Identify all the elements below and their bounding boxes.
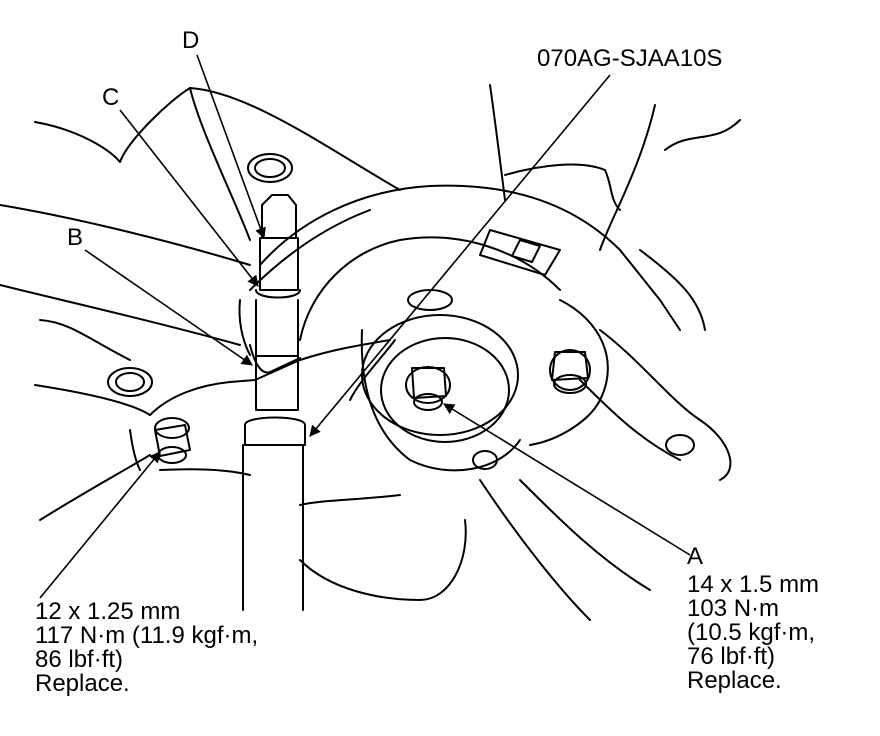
tie-rod bbox=[242, 194, 306, 611]
right-spec-torque-lbf: 76 lbf·ft) bbox=[687, 643, 776, 670]
callout-b: B bbox=[67, 224, 84, 251]
part-number-label: 070AG-SJAA10S bbox=[537, 45, 723, 72]
leader-line-c bbox=[119, 109, 259, 287]
right-spec-size: 14 x 1.5 mm bbox=[687, 571, 820, 598]
mount-bracket bbox=[238, 184, 681, 446]
subframe-outline bbox=[0, 84, 741, 621]
left-spec-note: Replace. bbox=[35, 670, 130, 697]
right-bolt-spec: 14 x 1.5 mm 103 N·m (10.5 kgf·m, 76 lbf·… bbox=[687, 573, 819, 693]
left-bolt-spec: 12 x 1.25 mm 117 N·m (11.9 kgf·m, 86 lbf… bbox=[35, 600, 258, 696]
subframe-holes bbox=[107, 153, 695, 456]
bracket-bolt-right bbox=[549, 349, 591, 394]
left-spec-torque: 117 N·m (11.9 kgf·m, bbox=[35, 622, 259, 649]
leader-line-a bbox=[443, 403, 691, 556]
callout-d: D bbox=[182, 27, 200, 54]
left-spec-torque-lbf: 86 lbf·ft) bbox=[35, 646, 124, 673]
right-spec-note: Replace. bbox=[687, 667, 782, 694]
left-spec-size: 12 x 1.25 mm bbox=[35, 598, 181, 625]
callout-c: C bbox=[102, 84, 120, 111]
right-spec-torque-kgf: (10.5 kgf·m, bbox=[687, 619, 816, 646]
bracket-bolt-left bbox=[154, 417, 191, 464]
mount-bushing bbox=[360, 289, 521, 472]
callout-a: A bbox=[687, 543, 704, 570]
leader-line-b bbox=[84, 249, 253, 366]
right-spec-torque: 103 N·m bbox=[687, 595, 780, 622]
leader-line-d bbox=[196, 54, 266, 240]
leader-line-part-number bbox=[309, 74, 611, 437]
leader-line-left-bolt bbox=[39, 451, 161, 599]
